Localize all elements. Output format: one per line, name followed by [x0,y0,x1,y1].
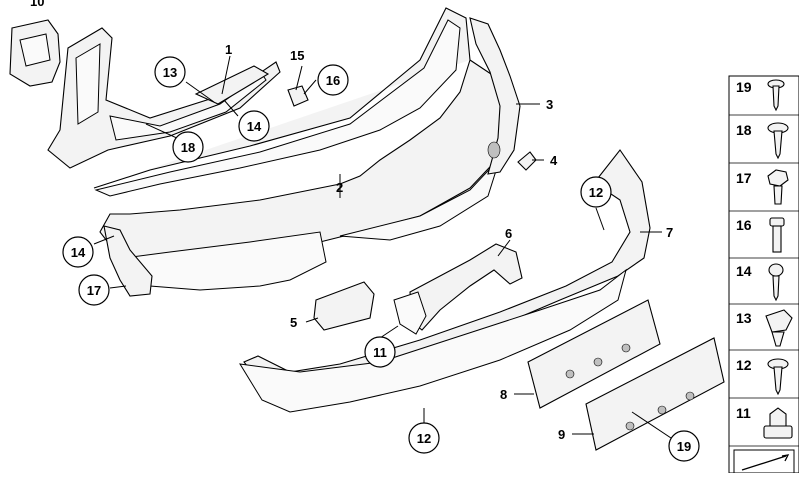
part-6-bracket-rail [393,243,523,335]
clip-13-icon [765,309,793,347]
callout-7: 7 [666,225,673,240]
part-3-corner [469,17,521,175]
callout-11-circle: 11 [364,336,396,368]
screw-14-icon [768,263,784,302]
callout-1: 1 [225,42,232,57]
nut-11-icon [763,407,793,439]
screw-18-icon [767,122,789,160]
screw-19-icon [767,79,785,112]
callout-12b-circle: 12 [408,422,440,454]
part-7-lower-diffuser [239,149,651,413]
part-13-bracket [194,65,270,105]
callout-13: 13 [163,65,177,80]
part-8-plate-bracket [527,299,661,409]
callout-18-circle: 18 [172,131,204,163]
callout-14b-circle: 14 [62,236,94,268]
panel-label-16: 16 [736,217,752,233]
diagram-symbol-icon [733,449,795,474]
callout-12: 12 [417,431,431,446]
screw-12-icon [767,358,789,396]
part-14-left-edge [103,225,153,297]
bolt-16-icon [769,217,785,253]
panel-label-13: 13 [736,310,752,326]
callout-14: 14 [247,119,262,134]
callout-11: 11 [373,345,387,360]
left-bracket-assembly [47,27,281,169]
callout-18: 18 [181,140,195,155]
callout-19-circle: 19 [668,430,700,462]
panel-label-17: 17 [736,170,752,186]
part-9-plate-base [585,337,725,451]
part-10-bracket [9,19,61,87]
part-2-bumper-cover [93,7,515,291]
callout-5: 5 [290,315,297,330]
panel-label-19: 19 [736,79,752,95]
part-4-clip [517,151,537,171]
callout-9: 9 [558,427,565,442]
callout-17-circle: 17 [78,274,110,306]
panel-label-14: 14 [736,263,752,279]
callout-19: 19 [677,439,691,454]
callout-14a-circle: 14 [238,110,270,142]
callout-10: 10 [30,0,44,9]
part-15-clip [287,85,309,107]
callout-12: 12 [589,185,603,200]
callout-14: 14 [71,245,86,260]
callout-17: 17 [87,283,101,298]
panel-label-12: 12 [736,357,752,373]
callout-13-circle: 13 [154,56,186,88]
callout-15: 15 [290,48,304,63]
callout-2: 2 [336,180,343,195]
part-5-reflector-cover [313,281,375,331]
callout-6: 6 [505,226,512,241]
callout-16-circle: 16 [317,64,349,96]
callout-3: 3 [546,97,553,112]
fastener-panel [728,75,799,474]
panel-label-11: 11 [736,405,751,421]
callout-12a-circle: 12 [580,176,612,208]
callout-8: 8 [500,387,507,402]
panel-label-18: 18 [736,122,752,138]
callout-4: 4 [550,153,558,168]
callout-16: 16 [326,73,340,88]
bolt-17-icon [767,169,789,205]
